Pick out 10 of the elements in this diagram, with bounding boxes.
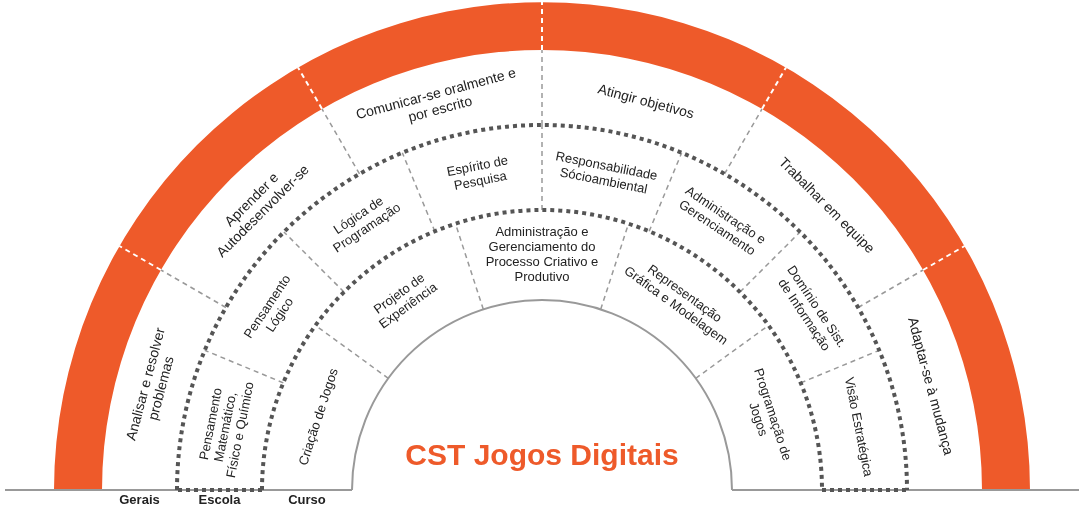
center-title: CST Jogos Digitais xyxy=(392,437,692,473)
ring-label: Escola xyxy=(198,493,241,508)
segment-text: Visão Estratégica xyxy=(840,372,877,482)
ring-label: Gerais xyxy=(119,493,160,508)
segment-text: Espírito de Pesquisa xyxy=(423,148,535,199)
segment-text: Analisar e resolver problemas xyxy=(115,299,191,473)
segment-text: Administração e Gerenciamento do Processo Criativo e Produtivo xyxy=(479,225,605,285)
segment-text: Criação de Jogos xyxy=(292,355,345,480)
segment-text: Atingir objetivos xyxy=(562,71,731,131)
ring-label: Curso xyxy=(288,493,326,508)
